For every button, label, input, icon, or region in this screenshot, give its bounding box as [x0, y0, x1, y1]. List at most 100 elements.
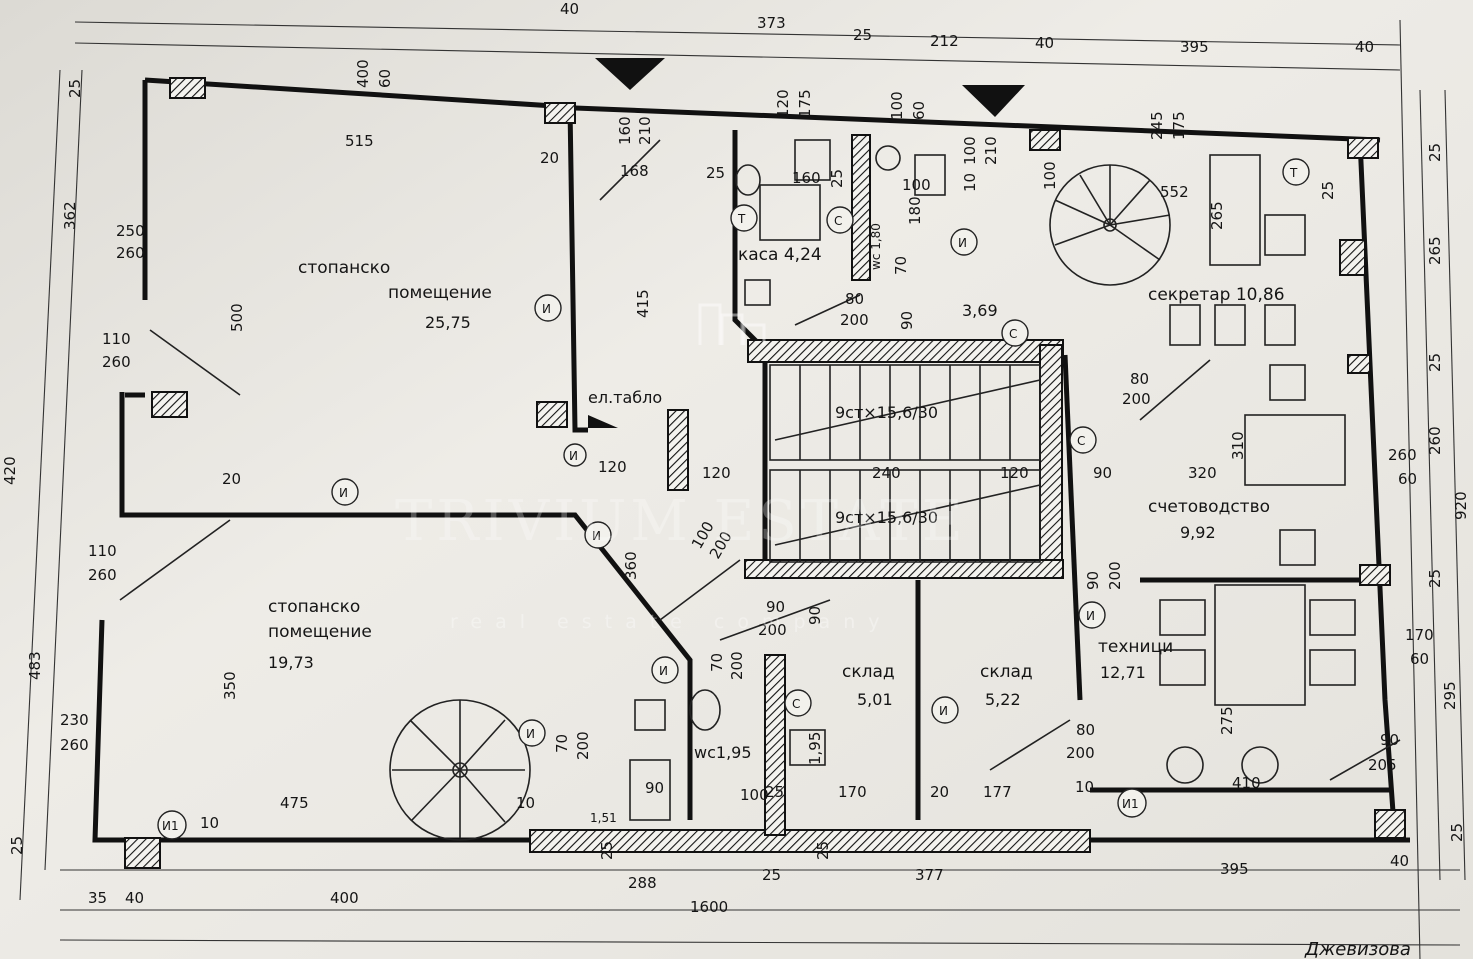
marker-s: С [792, 697, 800, 711]
dim-interior: 415 [634, 289, 652, 318]
stair-flights [769, 364, 1041, 563]
storage-top-name-1: стопанско [298, 258, 390, 278]
hatched-columns [124, 77, 1406, 869]
dim-interior: 160 [792, 169, 821, 187]
dim-bottom: 377 [915, 866, 944, 884]
dim-interior: 25 [814, 841, 832, 860]
room-labels: стопанско помещение 25,75 стопанско поме… [268, 223, 1285, 825]
dim-interior: 180 [906, 196, 924, 225]
opening-bottom: 60 [376, 69, 394, 88]
opening-bottom: 260 [60, 736, 89, 754]
marker-i: И [958, 236, 967, 250]
dim-interior: 25 [706, 164, 725, 182]
dim-interior: 25 [1319, 181, 1337, 200]
dim-right: 260 [1426, 426, 1444, 455]
top-dimensions: 40 373 25 212 40 395 40 [560, 0, 1374, 56]
dim-bottom: 395 [1220, 860, 1249, 878]
dim-top: 40 [1035, 34, 1054, 52]
sklad2-area: 5,22 [985, 690, 1021, 709]
opening-bottom: 200 [758, 621, 787, 639]
dim-left: 483 [26, 651, 44, 680]
opening-bottom: 210 [982, 136, 1000, 165]
storage-bottom-name-1: стопанско [268, 597, 360, 617]
dim-interior: 310 [1229, 431, 1247, 460]
accounting-area: 9,92 [1180, 523, 1216, 542]
dim-interior: 410 [1232, 774, 1261, 792]
corridor-area: 3,69 [962, 301, 998, 320]
opening-top: 90 [1380, 731, 1399, 749]
opening-bottom: 260 [102, 353, 131, 371]
opening-fraction: 100 210 [961, 136, 1000, 165]
opening-top: 120 [774, 89, 792, 118]
opening-top: 110 [88, 542, 117, 560]
opening-top: 245 [1148, 111, 1166, 140]
opening-bottom: 60 [1410, 650, 1429, 668]
dim-interior: 90 [806, 606, 824, 625]
opening-top: 70 [708, 653, 726, 672]
opening-bottom: 260 [116, 244, 145, 262]
dim-interior: 120 [702, 464, 731, 482]
dim-interior: 177 [983, 783, 1012, 801]
marker-s: С [1077, 434, 1085, 448]
dim-top: 25 [853, 26, 872, 44]
dim-interior: 100 [902, 176, 931, 194]
spiral-stair-bottom [389, 699, 531, 841]
opening-top: 90 [766, 598, 785, 616]
dim-interior: 1,95 [806, 732, 824, 765]
dim-right: 25 [1426, 569, 1444, 588]
dim-interior: 240 [872, 464, 901, 482]
opening-fraction: 245 175 [1148, 111, 1188, 140]
watermark-sub: real estate company [450, 611, 892, 633]
opening-fraction: 110 260 [102, 330, 131, 371]
dim-interior: 90 [645, 779, 664, 797]
dim-bottom: 40 [1390, 852, 1409, 870]
opening-top: 70 [553, 734, 571, 753]
spiral-stair-top [1049, 164, 1171, 286]
left-dimensions: 25 362 483 25 420 [1, 79, 84, 855]
marker-i: И [542, 302, 551, 316]
door-swing-lines [119, 139, 1401, 781]
opening-top: 80 [1130, 370, 1149, 388]
opening-bottom: 205 [1368, 756, 1397, 774]
opening-fraction: 90 200 [1084, 561, 1124, 590]
marker-i: И [569, 449, 578, 463]
stair-upper-label: 9ст×15,6/30 [835, 403, 938, 422]
dim-interior: 100 [740, 786, 769, 804]
dim-right: 295 [1441, 681, 1459, 710]
dim-left: 25 [66, 79, 84, 98]
dim-interior: 20 [540, 149, 559, 167]
opening-top: 260 [1388, 446, 1417, 464]
dim-interior: 500 [228, 303, 246, 332]
dim-interior: 90 [1093, 464, 1112, 482]
kasa-label: каса 4,24 [738, 245, 822, 265]
dim-interior: 168 [620, 162, 649, 180]
dim-bottom-total: 1600 [690, 898, 728, 916]
dim-top: 373 [757, 14, 786, 32]
storage-top-name-2: помещение [388, 283, 492, 303]
opening-top: 400 [354, 59, 372, 88]
wc-small-label: 1,51 [590, 811, 617, 825]
opening-top: 100 [961, 136, 979, 165]
dim-bottom: 35 [88, 889, 107, 907]
marker-s: С [834, 214, 842, 228]
dim-bottom: 288 [628, 874, 657, 892]
dim-left: 362 [61, 201, 79, 230]
opening-bottom: 175 [796, 89, 814, 118]
watermark-main: TRIVIUM ESTATE [395, 489, 967, 554]
opening-fraction: 80 200 [1122, 370, 1151, 408]
entrance-markers [588, 58, 1025, 428]
technicians-area: 12,71 [1100, 663, 1146, 682]
dim-interior: 10 [1075, 778, 1094, 796]
watermark-logo [698, 303, 766, 345]
opening-bottom: 200 [1106, 561, 1124, 590]
opening-top: 160 [616, 116, 634, 145]
eltablo-label: ел.табло [588, 388, 662, 407]
opening-bottom: 200 [840, 311, 869, 329]
dim-top: 40 [560, 0, 579, 18]
dim-interior: 10 [961, 173, 979, 192]
signature: Джевизова [1304, 939, 1411, 959]
storage-top-area: 25,75 [425, 313, 471, 332]
dim-interior: 20 [222, 470, 241, 488]
accounting-name: счетоводство [1148, 497, 1270, 517]
